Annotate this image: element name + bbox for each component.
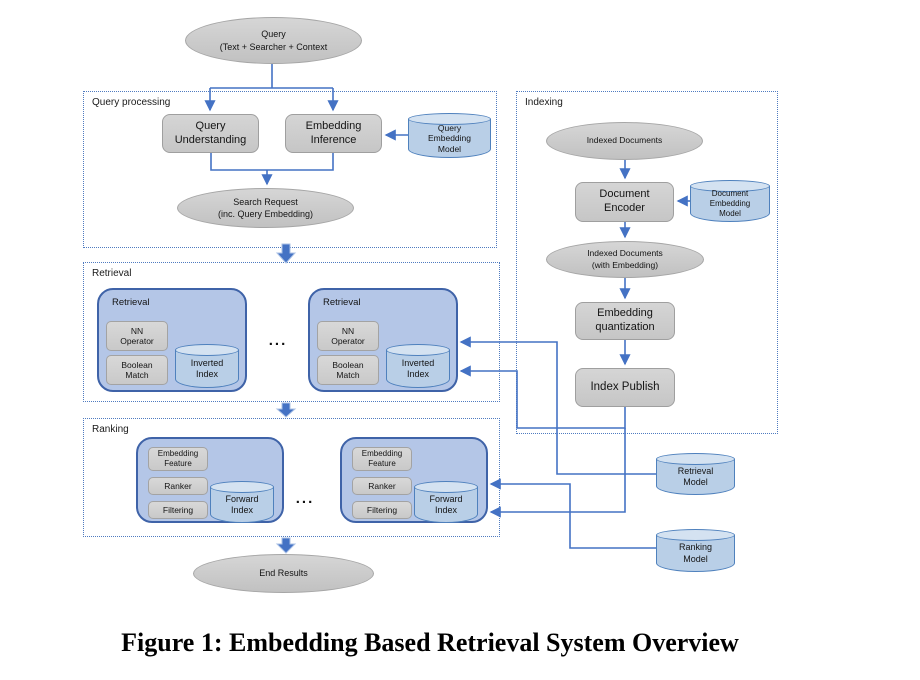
inverted-index-label: Inverted Index bbox=[401, 357, 435, 379]
retrieval-unit-1: Retrieval NN Operator Boolean Match Inve… bbox=[97, 288, 247, 392]
retrieval-unit-2: Retrieval NN Operator Boolean Match Inve… bbox=[308, 288, 458, 392]
forward-index-cylinder: Forward Index bbox=[210, 481, 274, 523]
ranking-model-cylinder: Ranking Model bbox=[656, 529, 735, 572]
forward-index-label: Forward Index bbox=[429, 493, 463, 515]
indexed-documents-embedding-ellipse: Indexed Documents (with Embedding) bbox=[546, 241, 704, 278]
embedding-quantization-node: Embedding quantization bbox=[575, 302, 675, 340]
query-ellipse: Query (Text + Searcher + Context bbox=[185, 17, 362, 64]
cylinder-cap bbox=[690, 180, 770, 192]
nn-operator-label: NN Operator bbox=[331, 325, 365, 346]
line-index-publish-to-forward-index bbox=[489, 428, 626, 518]
embedding-feature-node: Embedding Feature bbox=[148, 447, 208, 471]
cylinder-cap bbox=[210, 481, 274, 493]
ranking-unit-1: Embedding Feature Ranker Filtering Forwa… bbox=[136, 437, 284, 523]
retrieval-model-cylinder: Retrieval Model bbox=[656, 453, 735, 495]
cylinder-cap bbox=[656, 529, 735, 541]
line-ranking-model-to-ranking bbox=[489, 478, 656, 549]
cylinder-body bbox=[408, 119, 491, 158]
document-encoder-node: Document Encoder bbox=[575, 182, 674, 222]
embedding-feature-label: Embedding Feature bbox=[361, 449, 403, 468]
inverted-index-cylinder: Inverted Index bbox=[175, 344, 239, 388]
index-publish-node: Index Publish bbox=[575, 368, 675, 407]
document-embedding-model-label: Document Embedding Model bbox=[709, 189, 751, 218]
cylinder-body bbox=[386, 350, 450, 388]
query-title: Query bbox=[261, 29, 286, 40]
boolean-match-label: Boolean Match bbox=[332, 359, 364, 380]
retrieval-model-label: Retrieval Model bbox=[677, 465, 714, 487]
query-processing-label: Query processing bbox=[92, 97, 171, 108]
indexing-label: Indexing bbox=[525, 97, 563, 108]
indexed-documents-embedding-subtitle: (with Embedding) bbox=[591, 259, 659, 270]
block-arrow-retrieval-to-ranking bbox=[275, 402, 297, 418]
figure-caption: Figure 1: Embedding Based Retrieval Syst… bbox=[121, 628, 739, 657]
retrieval-unit-label: Retrieval bbox=[323, 297, 361, 308]
cylinder-cap bbox=[414, 481, 478, 493]
document-embedding-model-cylinder: Document Embedding Model bbox=[690, 180, 770, 222]
indexed-documents-embedding-title: Indexed Documents bbox=[587, 248, 663, 259]
cylinder-cap bbox=[175, 344, 239, 356]
end-results-label: End Results bbox=[259, 568, 308, 579]
embedding-inference-node: Embedding Inference bbox=[285, 114, 382, 153]
query-understanding-label: Query Understanding bbox=[174, 119, 247, 146]
cylinder-cap bbox=[656, 453, 735, 465]
ranking-unit-2: Embedding Feature Ranker Filtering Forwa… bbox=[340, 437, 488, 523]
cylinder-body bbox=[175, 350, 239, 388]
embedding-feature-node: Embedding Feature bbox=[352, 447, 412, 471]
ranker-label: Ranker bbox=[368, 480, 396, 491]
ranking-ellipsis: ... bbox=[295, 490, 315, 507]
cylinder-cap bbox=[386, 344, 450, 356]
query-embedding-model-label: Query Embedding Model bbox=[427, 122, 471, 154]
ranker-node: Ranker bbox=[352, 477, 412, 495]
ranking-container-label: Ranking bbox=[92, 424, 129, 435]
cylinder-body bbox=[690, 186, 770, 222]
filtering-label: Filtering bbox=[366, 504, 398, 515]
inverted-index-label: Inverted Index bbox=[190, 357, 224, 379]
retrieval-unit-label: Retrieval bbox=[112, 297, 150, 308]
block-arrow-ranking-to-results bbox=[275, 537, 297, 554]
retrieval-ellipsis: ... bbox=[268, 332, 288, 349]
search-request-ellipse: Search Request (inc. Query Embedding) bbox=[177, 188, 354, 228]
search-request-subtitle: (inc. Query Embedding) bbox=[217, 209, 314, 219]
forward-index-label: Forward Index bbox=[225, 493, 259, 515]
nn-operator-node: NN Operator bbox=[106, 321, 168, 351]
query-understanding-node: Query Understanding bbox=[162, 114, 259, 153]
embedding-feature-label: Embedding Feature bbox=[157, 449, 199, 468]
embedding-inference-label: Embedding Inference bbox=[305, 119, 362, 146]
query-embedding-model-cylinder: Query Embedding Model bbox=[408, 113, 491, 158]
ranker-label: Ranker bbox=[164, 480, 192, 491]
forward-index-cylinder: Forward Index bbox=[414, 481, 478, 523]
filtering-node: Filtering bbox=[352, 501, 412, 519]
ranker-node: Ranker bbox=[148, 477, 208, 495]
boolean-match-node: Boolean Match bbox=[106, 355, 168, 385]
inverted-index-cylinder: Inverted Index bbox=[386, 344, 450, 388]
query-split-line bbox=[210, 64, 333, 89]
nn-operator-node: NN Operator bbox=[317, 321, 379, 351]
cylinder-body bbox=[414, 487, 478, 523]
index-publish-label: Index Publish bbox=[590, 381, 660, 394]
cylinder-body bbox=[656, 535, 735, 572]
document-encoder-label: Document Encoder bbox=[599, 188, 650, 214]
end-results-ellipse: End Results bbox=[193, 554, 374, 593]
search-request-title: Search Request bbox=[233, 196, 298, 207]
query-subtitle: (Text + Searcher + Context bbox=[219, 41, 328, 52]
cylinder-body bbox=[210, 487, 274, 523]
filtering-label: Filtering bbox=[162, 504, 194, 515]
nn-operator-label: NN Operator bbox=[120, 325, 154, 346]
indexed-documents-label: Indexed Documents bbox=[586, 135, 663, 146]
ranking-model-label: Ranking Model bbox=[678, 542, 713, 564]
embedding-quantization-label: Embedding quantization bbox=[595, 307, 655, 333]
retrieval-container-label: Retrieval bbox=[92, 268, 132, 279]
filtering-node: Filtering bbox=[148, 501, 208, 519]
cylinder-cap bbox=[408, 113, 491, 125]
indexed-documents-ellipse: Indexed Documents bbox=[546, 122, 703, 160]
boolean-match-node: Boolean Match bbox=[317, 355, 379, 385]
boolean-match-label: Boolean Match bbox=[121, 359, 153, 380]
cylinder-body bbox=[656, 459, 735, 495]
